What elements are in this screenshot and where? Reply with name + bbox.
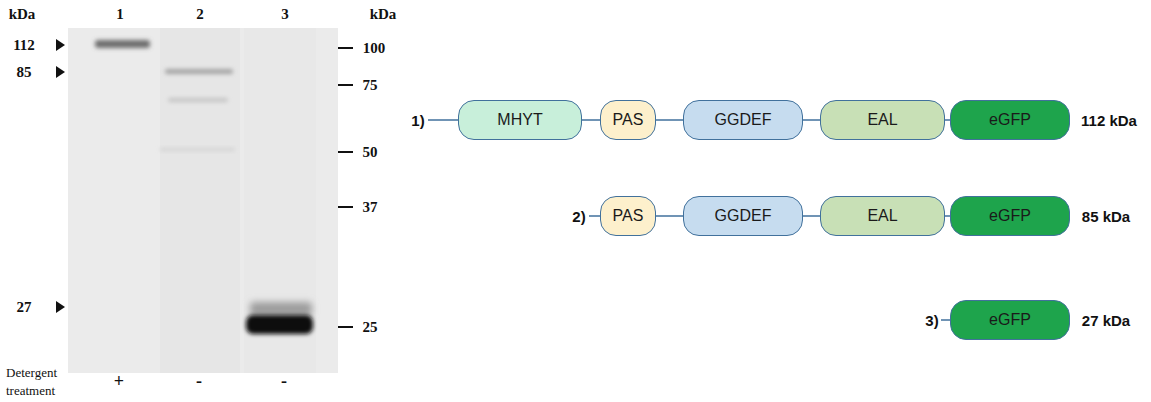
faint-band — [160, 148, 235, 151]
ggdef-domain: GGDEF — [683, 100, 803, 140]
marker-tick — [338, 151, 353, 153]
domain-name: MHYT — [497, 111, 542, 129]
marker-size: 100 — [363, 40, 386, 57]
marker-size: 37 — [363, 199, 378, 216]
construct-number: 1) — [411, 112, 424, 129]
lane-shade — [244, 28, 316, 373]
domain-name: PAS — [613, 207, 644, 225]
marker-tick — [338, 326, 353, 328]
pas-domain: PAS — [600, 196, 656, 236]
axis-unit: kDa — [370, 6, 397, 23]
treatment-sign: + — [114, 371, 124, 392]
treatment-sign: - — [196, 371, 202, 392]
size-arrowhead — [56, 39, 65, 51]
band-smear — [250, 302, 312, 316]
lane-number: 1 — [116, 6, 124, 23]
n-terminus-line — [428, 119, 458, 121]
band-size: 112 — [13, 37, 35, 54]
eal-domain: EAL — [820, 100, 945, 140]
ggdef-domain: GGDEF — [683, 196, 803, 236]
domain-name: EAL — [867, 111, 897, 129]
band-size: 85 — [17, 64, 32, 81]
domain-name: eGFP — [989, 311, 1031, 329]
protein-band — [165, 69, 233, 74]
n-terminus-line — [941, 319, 950, 321]
domain-name: PAS — [613, 111, 644, 129]
domain-linker — [656, 119, 683, 121]
marker-size: 25 — [363, 319, 378, 336]
pas-domain: PAS — [600, 100, 656, 140]
marker-size: 75 — [363, 77, 378, 94]
eal-domain: EAL — [820, 196, 945, 236]
construct-number: 3) — [925, 312, 938, 329]
lane-shade — [160, 28, 240, 373]
construct-size: 27 kDa — [1082, 312, 1130, 329]
linker-lines — [428, 120, 950, 320]
domain-name: GGDEF — [715, 207, 772, 225]
domain-name: eGFP — [989, 111, 1031, 129]
domain-name: GGDEF — [715, 111, 772, 129]
faint-band — [168, 98, 228, 102]
domain-linker — [803, 215, 820, 217]
construct-size: 85 kDa — [1082, 208, 1130, 225]
construct-size: 112 kDa — [1081, 112, 1137, 129]
protein-band — [95, 40, 150, 48]
lane-number: 3 — [281, 6, 289, 23]
axis-unit: kDa — [9, 6, 36, 23]
row-label: Detergent treatment — [6, 364, 68, 399]
marker-tick — [338, 84, 353, 86]
marker-ticks — [338, 48, 353, 327]
marker-tick — [338, 206, 353, 208]
marker-size: 50 — [363, 144, 378, 161]
lane-number: 2 — [196, 6, 204, 23]
egfp-domain: eGFP — [950, 300, 1070, 340]
egfp-domain: eGFP — [950, 196, 1070, 236]
domain-linker — [656, 215, 683, 217]
egfp-domain: eGFP — [950, 100, 1070, 140]
domain-linker — [803, 119, 820, 121]
size-arrowhead — [56, 66, 65, 78]
domain-name: EAL — [867, 207, 897, 225]
marker-tick — [338, 47, 353, 49]
band-size: 27 — [17, 299, 32, 316]
n-terminus-line — [589, 215, 600, 217]
blot-membrane — [68, 28, 338, 373]
construct-number: 2) — [572, 208, 585, 225]
domain-linker — [582, 119, 600, 121]
treatment-sign: - — [281, 371, 287, 392]
mhyt-domain: MHYT — [458, 100, 582, 140]
protein-band — [246, 315, 313, 334]
domain-name: eGFP — [989, 207, 1031, 225]
size-arrowhead — [56, 301, 65, 313]
